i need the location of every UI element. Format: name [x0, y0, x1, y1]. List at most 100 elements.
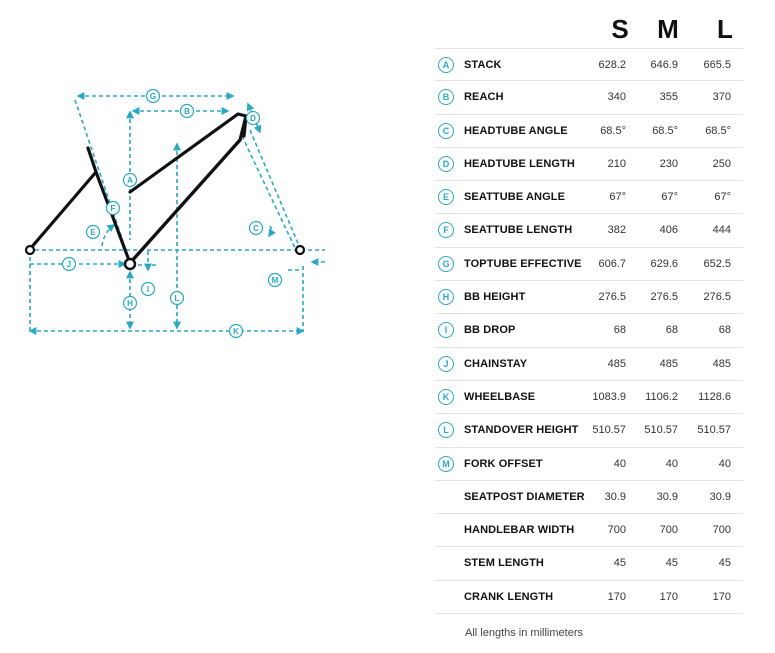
value-s: 340 [607, 91, 626, 104]
row-badge: B [438, 89, 454, 106]
value-m: 510.57 [644, 424, 678, 437]
diagram-badge-g: G [145, 88, 161, 104]
row-badge: C [438, 122, 454, 139]
diagram-badge-c: C [248, 220, 264, 236]
diagram-label-h: H [127, 299, 133, 308]
value-l: 665.5 [703, 59, 731, 71]
value-s: 68.5° [600, 124, 626, 137]
value-m: 276.5 [650, 291, 678, 304]
value-m: 68.5° [652, 124, 678, 137]
value-s: 276.5 [598, 291, 626, 304]
diagram-badge-e: E [85, 224, 101, 240]
frame-geometry-diagram: G B D A F E C J [24, 88, 325, 339]
table-row: D HEADTUBE LENGTH 210 230 250 [435, 148, 743, 182]
row-label: REACH [464, 91, 504, 104]
row-label: STEM LENGTH [464, 557, 544, 570]
row-label: CHAINSTAY [464, 357, 528, 370]
value-s: 510.57 [592, 424, 626, 437]
value-l: 370 [712, 91, 731, 104]
value-l: 510.57 [697, 424, 731, 437]
diagram-badges: G B D A F E C J [61, 88, 283, 339]
value-l: 276.5 [703, 291, 731, 304]
diagram-label-m: M [272, 276, 279, 285]
diagram-label-g: G [150, 92, 156, 101]
row-badge: E [438, 189, 454, 206]
value-s: 67° [609, 191, 626, 204]
value-m: 30.9 [656, 490, 678, 503]
row-label: HEADTUBE ANGLE [464, 124, 568, 137]
value-s: 30.9 [604, 490, 626, 503]
value-s: 700 [607, 524, 626, 537]
row-badge: L [438, 422, 454, 439]
row-badge: I [438, 322, 454, 339]
value-m: 700 [659, 524, 678, 537]
diagram-label-f: F [111, 204, 116, 213]
row-badge: K [438, 388, 454, 405]
value-l: 1128.6 [698, 390, 731, 403]
diagram-badge-l: L [169, 290, 185, 306]
row-badge: H [438, 289, 454, 306]
value-m: 485 [659, 357, 678, 370]
value-s: 382 [607, 224, 626, 237]
value-s: 40 [613, 457, 626, 470]
row-badge: F [438, 222, 454, 239]
value-l: 30.9 [709, 490, 731, 503]
value-s: 1083.9 [592, 390, 626, 403]
value-m: 646.9 [650, 59, 678, 71]
value-l: 40 [718, 457, 731, 470]
size-s-header: S [611, 14, 629, 44]
value-l: 250 [712, 157, 731, 170]
value-l: 68.5° [705, 124, 731, 137]
diagram-badge-j: J [61, 256, 77, 272]
value-s: 45 [613, 557, 626, 570]
size-header: S M L [435, 12, 743, 48]
value-s: 68 [613, 324, 626, 337]
value-s: 485 [607, 357, 626, 370]
row-label: CRANK LENGTH [464, 590, 554, 603]
value-m: 40 [665, 457, 678, 470]
diagram-badge-f: F [105, 200, 121, 216]
row-label: BB HEIGHT [464, 291, 526, 304]
value-l: 444 [712, 224, 731, 237]
value-l: 68 [718, 324, 731, 337]
row-label: FORK OFFSET [464, 457, 543, 470]
value-m: 406 [659, 224, 678, 237]
diagram-label-c: C [253, 224, 259, 233]
diagram-badge-d: D [245, 110, 261, 126]
diagram-label-d: D [250, 114, 256, 123]
row-badge: D [438, 155, 454, 172]
table-row: C HEADTUBE ANGLE 68.5° 68.5° 68.5° [435, 115, 743, 148]
diagram-label-j: J [67, 260, 71, 269]
value-m: 68 [665, 324, 678, 337]
table-row: M FORK OFFSET 40 40 40 [435, 448, 743, 481]
front-axle [294, 244, 306, 256]
value-l: 700 [712, 524, 731, 537]
row-badge: M [438, 455, 454, 472]
diagram-label-e: E [90, 228, 96, 237]
row-label: WHEELBASE [464, 390, 536, 403]
diagram-badge-h: H [122, 295, 138, 311]
value-s: 210 [607, 157, 626, 170]
value-m: 170 [659, 590, 678, 603]
row-label: HEADTUBE LENGTH [464, 157, 575, 170]
row-badge: G [438, 255, 454, 272]
row-label: SEATTUBE LENGTH [464, 224, 573, 237]
rear-axle [24, 244, 36, 256]
diagram-label-k: K [233, 327, 239, 336]
value-s: 628.2 [598, 59, 626, 71]
value-m: 230 [659, 157, 678, 170]
value-l: 170 [712, 590, 731, 603]
row-label: SEATTUBE ANGLE [464, 191, 566, 204]
